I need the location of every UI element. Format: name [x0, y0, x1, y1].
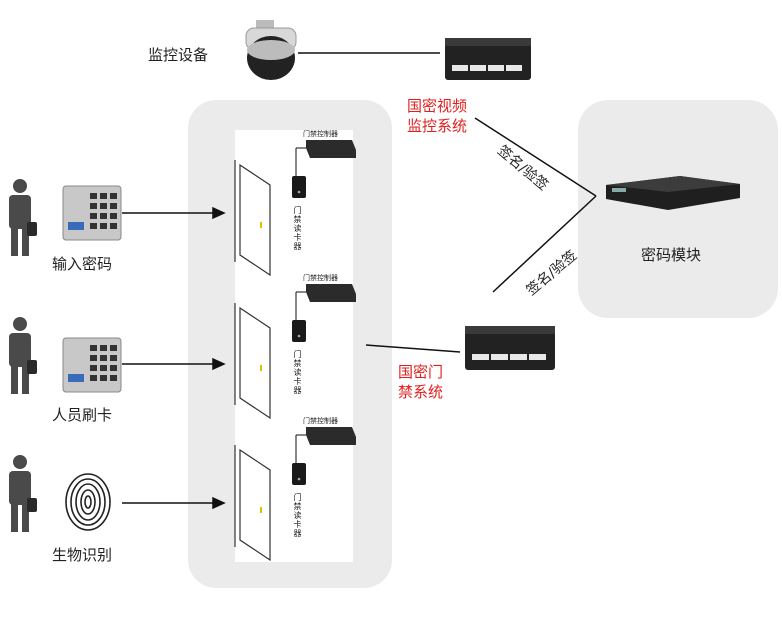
keypad-icon: [62, 185, 122, 241]
crypto-module-device-icon: [606, 176, 740, 210]
user-method-label-biometric: 生物识别: [52, 546, 113, 564]
door-icon: [234, 160, 271, 562]
crypto-zone-panel: [578, 100, 778, 318]
door-controller-label: 门禁控制器: [303, 417, 338, 425]
access-system-device-icon: [465, 326, 555, 370]
card-reader-icon: [62, 337, 122, 393]
door-reader-label: 门禁读卡器: [293, 206, 302, 251]
fingerprint-icon: [65, 473, 111, 531]
camera-label: 监控设备: [148, 46, 209, 64]
user-method-label-card: 人员刷卡: [52, 406, 113, 424]
camera-icon: [245, 20, 297, 80]
person-icon: [9, 179, 37, 532]
door-controller-label: 门禁控制器: [303, 130, 338, 138]
door-controller-label: 门禁控制器: [303, 274, 338, 282]
user-method-label-password: 输入密码: [52, 255, 113, 273]
door-reader-label: 门禁读卡器: [293, 350, 302, 395]
door-reader-label: 门禁读卡器: [293, 493, 302, 538]
video-system-device-icon: [445, 38, 531, 80]
crypto-module-label: 密码模块: [641, 246, 702, 264]
